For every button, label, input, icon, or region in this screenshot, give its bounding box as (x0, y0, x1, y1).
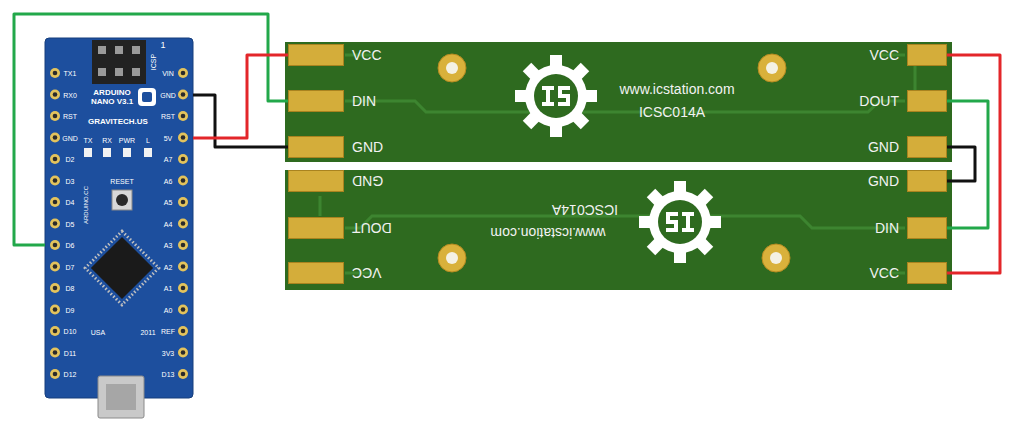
board-marking: USA (91, 329, 105, 336)
pin-label: GND (62, 134, 78, 141)
pin-label: A4 (164, 220, 173, 227)
led-label: L (146, 137, 150, 144)
gold-pad (288, 90, 344, 112)
gold-pad (907, 262, 947, 284)
pad-label: GND (352, 174, 383, 188)
pcb-marking: www.icstation.com (490, 226, 605, 240)
pin-label: D10 (64, 328, 77, 335)
pcb-marking: ICSC014A (639, 105, 705, 119)
pin-label: D6 (66, 242, 75, 249)
pad-label: VCC (352, 48, 382, 62)
pin1-marker: 1 (160, 41, 165, 50)
gold-pad (288, 136, 344, 158)
solder-pad: DIN (875, 217, 947, 239)
jumper-wire (947, 101, 988, 228)
board-marking: ARDUINO NANO V3.1 (88, 89, 136, 107)
pad-label: GND (868, 174, 899, 188)
pin-label: RX0 (63, 91, 77, 98)
pin-label: RST (63, 113, 77, 120)
solder-pad: VCC (869, 262, 947, 284)
led-label: PWR (119, 137, 135, 144)
solder-pad: VCC (869, 44, 947, 66)
pad-label: VCC (869, 48, 899, 62)
solder-pad: DOUT (859, 90, 947, 112)
board-marking: GRAVITECH.US (88, 118, 148, 126)
pin-label: D9 (66, 306, 75, 313)
pin-label: GND (160, 91, 176, 98)
pin-label: D2 (66, 156, 75, 163)
pin-label: RST (161, 113, 175, 120)
pin-label: D5 (66, 220, 75, 227)
solder-pad: VCC (288, 44, 382, 66)
pad-label: VCC (352, 266, 382, 280)
pin-label: 5V (164, 134, 173, 141)
pcb-marking: www.icstation.com (619, 82, 734, 96)
pad-label: DIN (875, 221, 899, 235)
led-label: TX (84, 137, 93, 144)
pad-label: DOUT (352, 221, 392, 235)
pin-label: 3V3 (162, 349, 174, 356)
solder-pad: DIN (288, 90, 376, 112)
gold-pad (288, 44, 344, 66)
jumper-wire (193, 55, 288, 138)
jumper-wire (947, 55, 1000, 273)
pin-label: D3 (66, 177, 75, 184)
pin-label: A0 (164, 306, 173, 313)
pin-label: D7 (66, 263, 75, 270)
pin-label: A6 (164, 177, 173, 184)
gold-pad (907, 44, 947, 66)
pin-label: A3 (164, 242, 173, 249)
solder-pad: DOUT (288, 217, 392, 239)
pin-label: VIN (162, 70, 174, 77)
pad-label: DOUT (859, 94, 899, 108)
pad-label: GND (868, 140, 899, 154)
button-label: RESET (110, 178, 133, 185)
led-label: RX (102, 137, 112, 144)
solder-pad: GND (868, 170, 947, 192)
gold-pad (907, 217, 947, 239)
pad-label: VCC (869, 266, 899, 280)
pin-label: A2 (164, 263, 173, 270)
gold-pad (288, 170, 344, 192)
pad-label: DIN (352, 94, 376, 108)
board-marking: 2011 (140, 329, 155, 336)
led-strip-pcb: VCC DIN GND VCC DOUT GND www.icstation.comICSC… (285, 42, 952, 162)
jumper-wire (947, 147, 975, 181)
header-label: ICSP (150, 54, 157, 70)
gold-pad (907, 90, 947, 112)
led-strip-pcb: GND DOUT VCC GND DIN VCC www.icstation.com ICSC… (285, 170, 952, 290)
pin-label: D4 (66, 199, 75, 206)
jumper-wire (14, 14, 288, 245)
pin-label: D8 (66, 285, 75, 292)
board-marking: ARDUINO.CC (83, 186, 89, 224)
pcb-marking: ICSC014A (552, 203, 618, 217)
pin-label: D12 (64, 371, 77, 378)
pad-label: GND (352, 140, 383, 154)
solder-pad: GND (868, 136, 947, 158)
gold-pad (288, 262, 344, 284)
pin-label: TX1 (64, 70, 77, 77)
pin-label: A5 (164, 199, 173, 206)
gold-pad (907, 170, 947, 192)
solder-pad: VCC (288, 262, 382, 284)
pin-label: D11 (64, 349, 76, 356)
solder-pad: GND (288, 170, 383, 192)
gold-pad (907, 136, 947, 158)
pin-label: REF (161, 328, 175, 335)
solder-pad: GND (288, 136, 383, 158)
gold-pad (288, 217, 344, 239)
pin-label: D13 (162, 371, 175, 378)
pin-label: A7 (164, 156, 173, 163)
pin-label: A1 (164, 285, 173, 292)
